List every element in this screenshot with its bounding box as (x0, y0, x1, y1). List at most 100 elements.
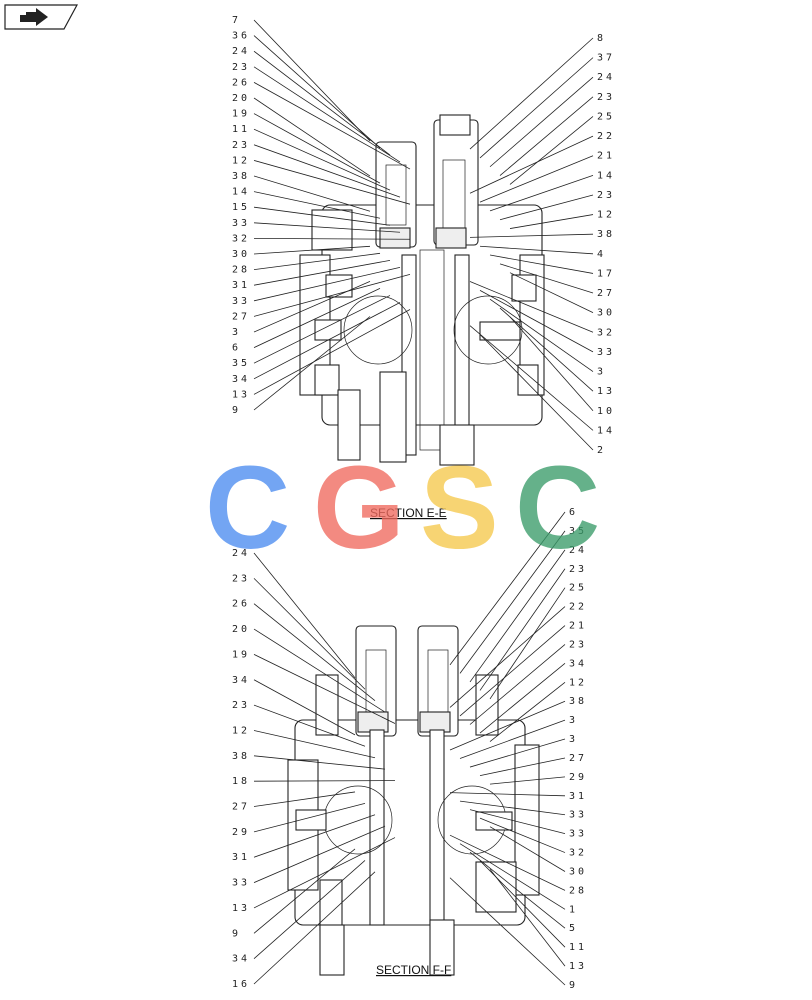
callout-label: 23 (232, 62, 250, 73)
leader-line (253, 128, 391, 191)
leader-line (253, 316, 371, 411)
callout-label: 27 (232, 311, 250, 322)
callout-label: 23 (232, 573, 250, 584)
callout-label: 11 (232, 124, 250, 135)
leader-line (479, 334, 594, 451)
leader-line (459, 530, 566, 674)
arrow-right-icon[interactable] (4, 4, 79, 30)
callout-label: 38 (232, 751, 250, 762)
watermark-letter: C (205, 442, 290, 574)
leader-line (509, 316, 594, 412)
leader-line (499, 307, 594, 392)
callout-label: 17 (597, 268, 615, 279)
callout-label: 14 (597, 170, 615, 181)
leader-line (499, 263, 594, 294)
leader-line (489, 681, 566, 742)
callout-label: 21 (597, 151, 615, 162)
callout-label: 24 (232, 548, 250, 559)
leader-line (253, 871, 376, 985)
callout-label: 23 (232, 700, 250, 711)
leader-line (253, 238, 411, 240)
leader-line (479, 817, 566, 853)
nav-badge[interactable] (4, 4, 79, 30)
leader-line (253, 19, 371, 142)
callout-label: 29 (232, 827, 250, 838)
leader-line (253, 730, 376, 759)
leader-line (253, 848, 356, 934)
leader-line (459, 800, 566, 816)
callout-label: 22 (569, 602, 587, 613)
leader-line (479, 290, 594, 353)
callout-label: 38 (232, 171, 250, 182)
leader-line (469, 549, 566, 683)
callout-label: 23 (597, 92, 615, 103)
leader-line (469, 851, 566, 929)
leader-line (479, 663, 566, 734)
callout-label: 10 (597, 406, 615, 417)
leader-line (253, 144, 401, 198)
leader-line (459, 843, 566, 910)
callout-label: 34 (569, 658, 587, 669)
callout-label: 32 (597, 327, 615, 338)
leader-line (489, 826, 566, 872)
callout-label: 13 (232, 903, 250, 914)
leader-line (253, 552, 356, 679)
leader-line (449, 700, 566, 751)
leader-line (489, 298, 594, 372)
leader-line (253, 704, 366, 747)
callout-label: 35 (232, 358, 250, 369)
callout-label: 19 (232, 649, 250, 660)
leader-line (253, 654, 396, 724)
callout-label: 21 (569, 621, 587, 632)
callout-label: 34 (232, 954, 250, 965)
leader-line (253, 288, 381, 348)
callout-label: 35 (569, 526, 587, 537)
leader-line (253, 206, 391, 226)
leader-line (499, 96, 594, 176)
section-e-e-drawing (299, 114, 545, 466)
callout-label: 3 (232, 327, 241, 338)
callout-label: 26 (232, 77, 250, 88)
leader-line (499, 194, 594, 221)
callout-label: 23 (569, 564, 587, 575)
leader-line (253, 82, 411, 170)
leader-line (479, 155, 594, 203)
callout-label: 7 (232, 15, 241, 26)
leader-line (253, 66, 401, 163)
leader-line (449, 834, 566, 891)
leader-line (479, 757, 566, 776)
leader-line (253, 97, 371, 177)
callout-label: 12 (232, 725, 250, 736)
callout-label: 20 (232, 93, 250, 104)
leader-line (253, 309, 411, 395)
callout-label: 33 (232, 878, 250, 889)
callout-label: 33 (232, 218, 250, 229)
leader-line (253, 281, 371, 333)
leader-line (489, 174, 594, 212)
leader-line (253, 175, 371, 212)
leader-line (253, 222, 401, 233)
leader-line (469, 738, 566, 768)
leader-line (253, 252, 381, 270)
leader-line (253, 802, 366, 833)
callout-label: 26 (232, 599, 250, 610)
callout-label: 11 (569, 942, 587, 953)
leader-line (459, 719, 566, 759)
watermark-letter: S (420, 442, 499, 574)
section-f-title: SECTION F-F (376, 963, 451, 977)
callout-label: 20 (232, 624, 250, 635)
callout-label: 3 (597, 367, 606, 378)
leader-line (253, 837, 396, 909)
callout-label: 23 (569, 639, 587, 650)
leader-line (489, 587, 566, 700)
leader-line (253, 113, 381, 184)
leader-line (489, 776, 566, 785)
callout-label: 33 (597, 347, 615, 358)
leader-line (253, 259, 391, 286)
leader-line (449, 606, 566, 708)
callout-label: 12 (597, 210, 615, 221)
leader-line (509, 272, 594, 314)
